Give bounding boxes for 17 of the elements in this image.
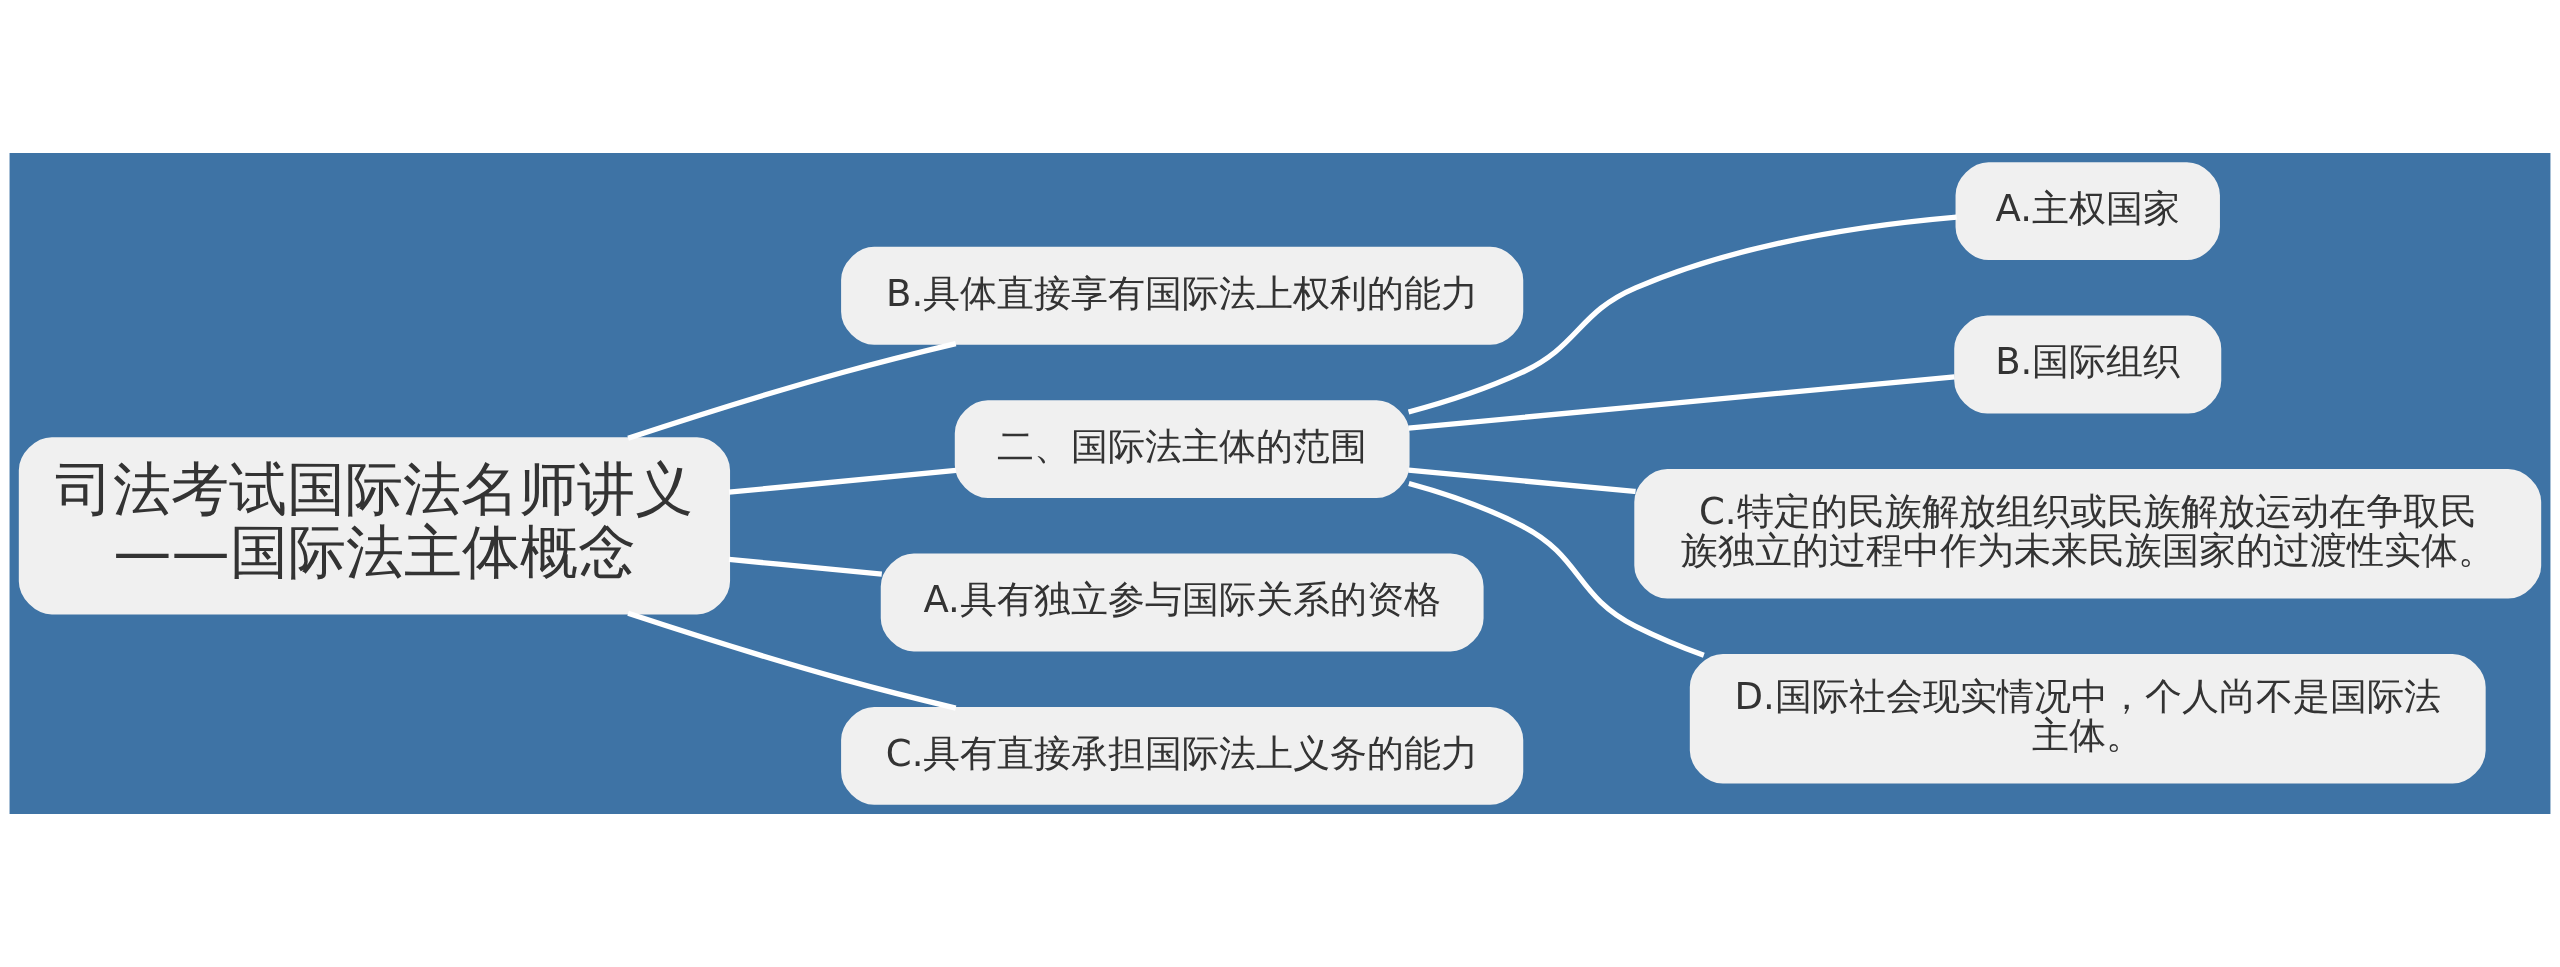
connector <box>728 467 957 495</box>
node-box: B.具体直接享有国际法上权利的能力 <box>841 246 1524 345</box>
connector <box>1407 214 1957 415</box>
node-box: A.具有独立参与国际关系的资格 <box>880 553 1484 652</box>
node-box: D.国际社会现实情况中，个人尚不是国际法主体。 <box>1689 654 2486 784</box>
node-box: B.国际组织 <box>1954 315 2222 414</box>
connector <box>728 556 883 577</box>
node-box: 司法考试国际法名师讲义——国际法主体概念 <box>18 437 731 615</box>
connector <box>1408 374 1955 431</box>
connector <box>1408 481 1705 658</box>
node-box: C.特定的民族解放组织或民族解放运动在争取民族独立的过程中作为未来民族国家的过渡性实体。 <box>1634 468 2542 599</box>
connector <box>627 610 957 711</box>
connector <box>627 340 957 441</box>
connector <box>1408 467 1636 495</box>
node-box: 二、国际法主体的范围 <box>954 400 1410 499</box>
node-box: C.具有直接承担国际法上义务的能力 <box>841 706 1524 805</box>
node-box: A.主权国家 <box>1955 162 2220 261</box>
